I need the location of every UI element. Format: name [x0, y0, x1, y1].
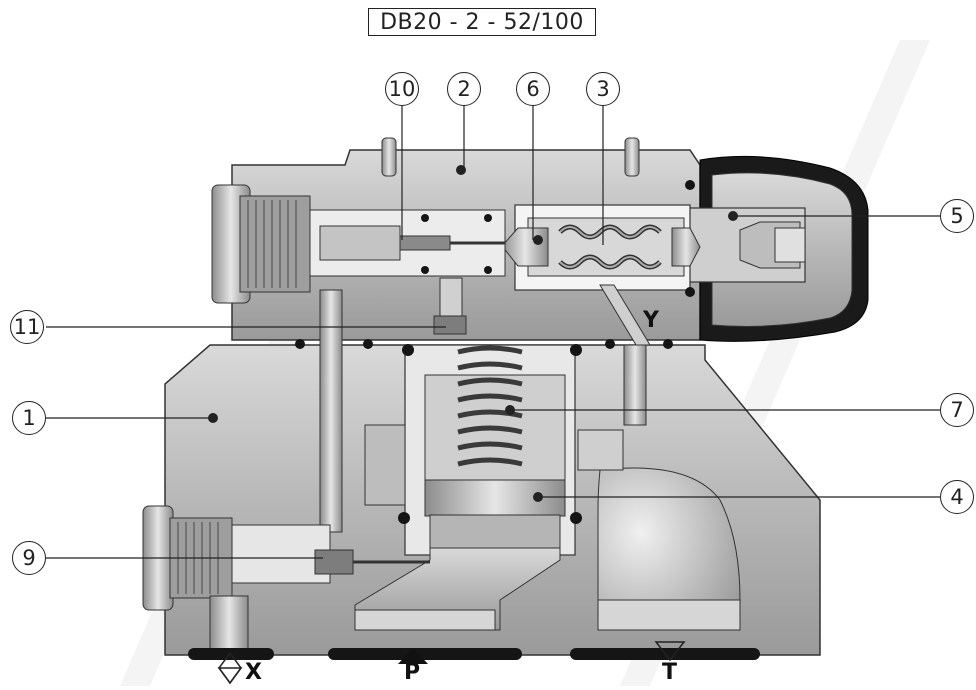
tank-elbow — [597, 467, 741, 631]
main-spring — [457, 345, 523, 467]
callout-6: 6 — [516, 72, 550, 106]
callout-2: 2 — [447, 72, 481, 106]
callout-5: 5 — [940, 199, 974, 233]
model-designation: DB20 - 2 - 52/100 — [368, 8, 596, 36]
port-p-label: P — [404, 660, 421, 685]
port-y-label: Y — [643, 308, 659, 333]
bottom-seals — [188, 648, 760, 660]
port-t-label: T — [662, 660, 678, 685]
t-port-symbol — [654, 641, 686, 662]
callout-3: 3 — [586, 72, 620, 106]
callout-7: 7 — [940, 393, 974, 427]
leader-lines — [46, 105, 940, 559]
callout-4: 4 — [940, 480, 974, 514]
p-port-symbol — [398, 648, 428, 664]
port-x-label: X — [245, 660, 262, 685]
callout-9: 9 — [12, 541, 46, 575]
callout-11: 11 — [10, 310, 44, 344]
callout-1: 1 — [12, 401, 46, 435]
callout-10: 10 — [385, 72, 419, 106]
